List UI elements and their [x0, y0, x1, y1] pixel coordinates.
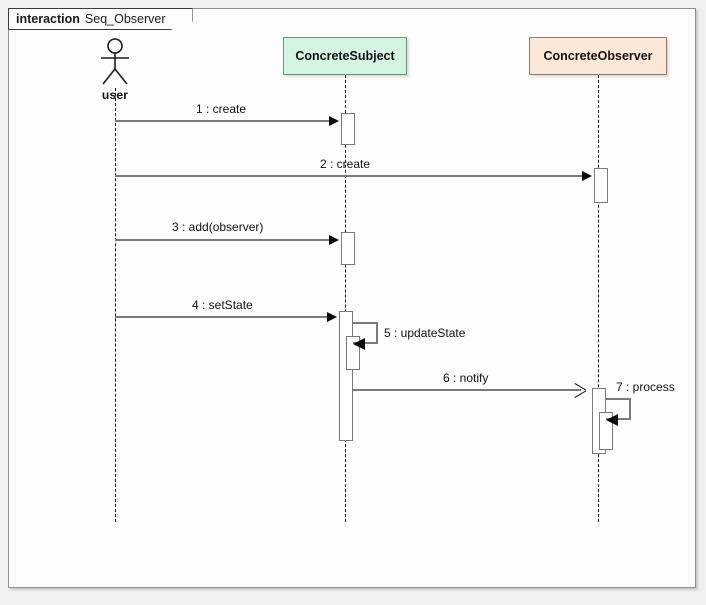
activation-bar	[594, 168, 608, 203]
actor-stick-figure-icon	[101, 38, 129, 85]
participant-label-user: user	[101, 88, 129, 102]
arrowhead-solid-3	[329, 235, 339, 245]
lifeline-user	[115, 88, 116, 522]
message-line-4	[115, 316, 327, 318]
message-label-6: 6 : notify	[443, 371, 489, 385]
message-label-4: 4 : setState	[192, 298, 253, 312]
participant-label-concrete-subject: ConcreteSubject	[295, 49, 395, 63]
participant-user[interactable]: user	[85, 38, 145, 102]
activation-bar	[339, 311, 353, 441]
message-label-7: 7 : process	[616, 380, 675, 394]
activation-bar	[341, 232, 355, 265]
lifeline-concrete-observer	[598, 75, 599, 522]
message-line-2	[115, 175, 582, 177]
arrowhead-solid-2	[582, 171, 592, 181]
arrowhead-solid-7	[606, 414, 618, 426]
arrowhead-open-6	[575, 383, 587, 397]
frame-name: Seq_Observer	[84, 12, 166, 26]
participant-label-concrete-observer: ConcreteObserver	[543, 49, 653, 63]
message-line-1	[115, 120, 329, 122]
self-call-bracket-7	[606, 398, 631, 420]
message-line-3	[115, 239, 329, 241]
arrowhead-solid-5	[353, 338, 365, 350]
lifeline-concrete-subject	[345, 75, 346, 522]
activation-bar	[341, 113, 355, 145]
participant-concrete-subject[interactable]: ConcreteSubject	[283, 37, 407, 75]
message-label-3: 3 : add(observer)	[172, 220, 264, 234]
frame-header-tab: interaction Seq_Observer	[8, 8, 193, 30]
arrowhead-solid-1	[329, 116, 339, 126]
message-label-1: 1 : create	[196, 102, 247, 116]
interaction-frame	[8, 8, 696, 588]
frame-keyword: interaction	[16, 12, 80, 26]
participant-concrete-observer[interactable]: ConcreteObserver	[529, 37, 667, 75]
self-call-bracket-5	[353, 322, 378, 344]
message-label-2: 2 : create	[320, 157, 371, 171]
message-label-5: 5 : updateState	[384, 326, 466, 340]
arrowhead-solid-4	[327, 312, 337, 322]
message-line-6	[353, 389, 581, 391]
